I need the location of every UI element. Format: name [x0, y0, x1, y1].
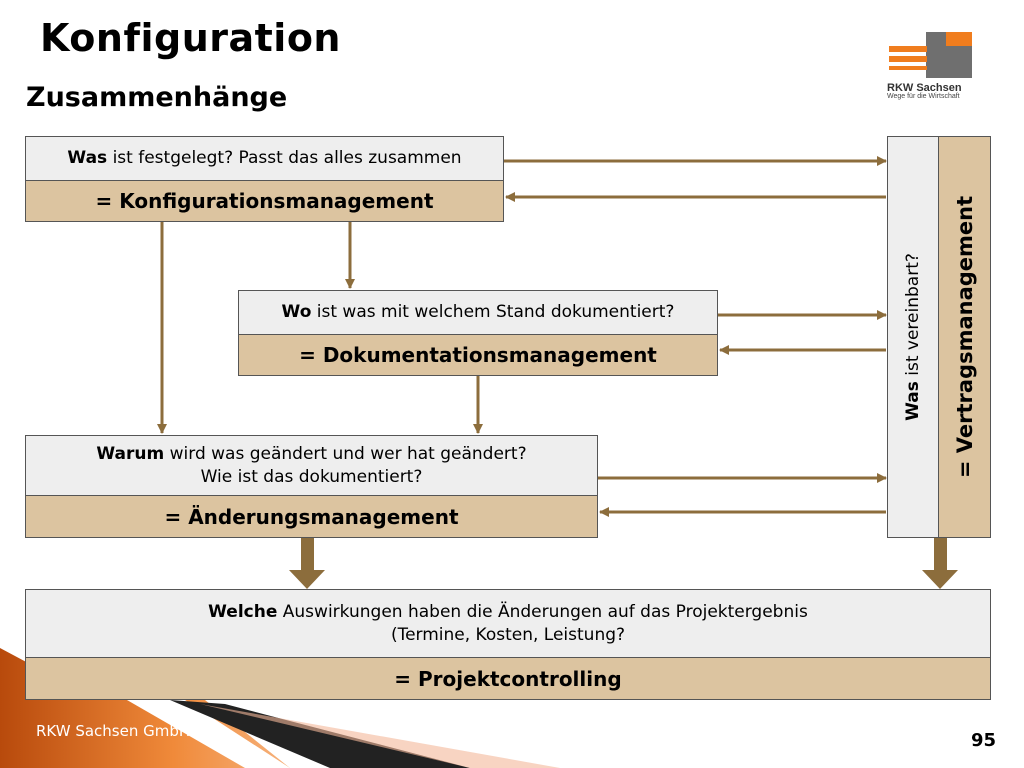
controlling-answer: = Projektcontrolling [26, 658, 990, 699]
aenderung-question: Warum wird was geändert und wer hat geän… [26, 436, 597, 496]
vertrag-question-column: Was ist vereinbart? [887, 136, 939, 538]
konfig-answer: = Konfigurationsmanagement [26, 181, 503, 221]
konfig-question: Was ist festgelegt? Passt das alles zusa… [26, 137, 503, 181]
logo-tagline: Wege für die Wirtschaft [887, 93, 960, 100]
controlling-question: Welche Auswirkungen haben die Änderungen… [26, 590, 990, 658]
page-title: Konfiguration [40, 16, 341, 60]
aenderungsmanagement-box: Warum wird was geändert und wer hat geän… [25, 435, 598, 538]
doku-answer: = Dokumentationsmanagement [239, 335, 717, 375]
projektcontrolling-box: Welche Auswirkungen haben die Änderungen… [25, 589, 991, 700]
doku-question: Wo ist was mit welchem Stand dokumentier… [239, 291, 717, 335]
logo-name: RKW Sachsen [887, 82, 962, 94]
konfigurationsmanagement-box: Was ist festgelegt? Passt das alles zusa… [25, 136, 504, 222]
vertrag-answer-column: = Vertragsmanagement [938, 136, 991, 538]
page-subtitle: Zusammenhänge [26, 82, 288, 113]
aenderung-answer: = Änderungsmanagement [26, 496, 597, 537]
dokumentationsmanagement-box: Wo ist was mit welchem Stand dokumentier… [238, 290, 718, 376]
page-number: 95 [970, 730, 996, 751]
block-arrow-aenderung-to-controlling [289, 538, 325, 589]
footer-company: RKW Sachsen GmbH [36, 722, 191, 740]
block-arrow-vertrag-to-controlling [922, 538, 958, 589]
rkw-logo-icon [889, 32, 972, 78]
